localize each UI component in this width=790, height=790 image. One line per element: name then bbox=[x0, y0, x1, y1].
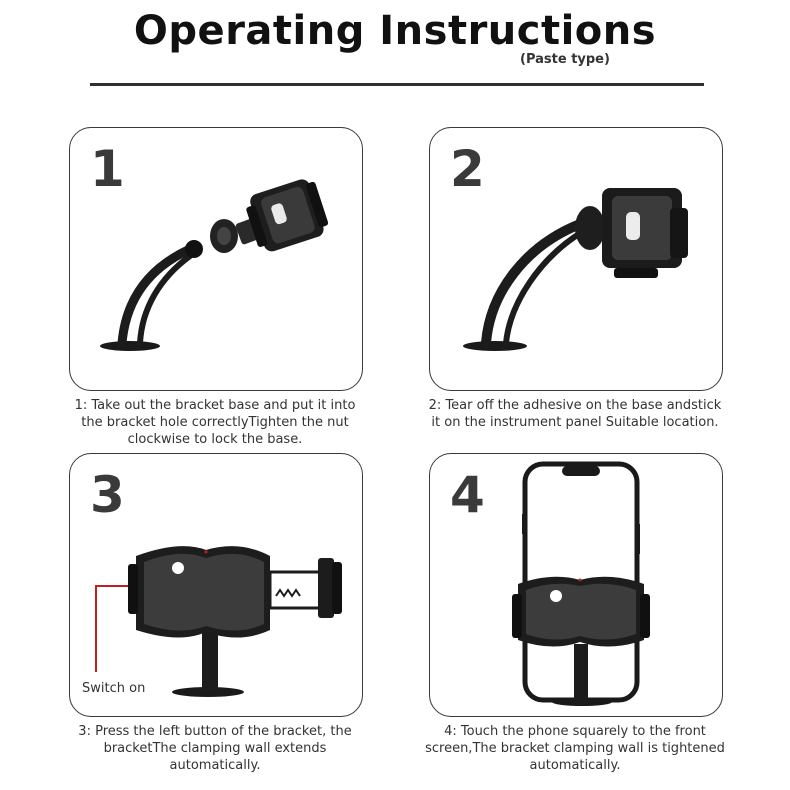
step-4-number: 4 bbox=[450, 466, 485, 524]
step-1-number: 1 bbox=[90, 140, 125, 198]
switch-on-callout: Switch on bbox=[82, 681, 146, 696]
step-1-illustration bbox=[100, 179, 329, 351]
step-2-caption: 2: Tear off the adhesive on the base and… bbox=[428, 398, 722, 430]
step-3-number: 3 bbox=[90, 466, 125, 524]
step-3-caption: 3: Press the left button of the bracket,… bbox=[78, 724, 352, 773]
step-1-caption: 1: Take out the bracket base and put it … bbox=[74, 398, 356, 447]
step-2-illustration bbox=[463, 188, 688, 351]
title-divider bbox=[90, 83, 704, 86]
step-4-panel: 4 bbox=[429, 453, 723, 717]
step-2-number: 2 bbox=[450, 140, 485, 198]
step-2-panel: 2 bbox=[429, 127, 723, 391]
step-3-panel: 3 Switch on bbox=[69, 453, 363, 717]
step-1-panel: 1 bbox=[69, 127, 363, 391]
page-subtitle: (Paste type) bbox=[520, 52, 610, 67]
step-3-illustration bbox=[95, 546, 342, 697]
page-title: Operating Instructions bbox=[133, 8, 657, 54]
step-4-caption: 4: Touch the phone squarely to the front… bbox=[425, 724, 725, 773]
step-4-illustration bbox=[512, 461, 650, 706]
